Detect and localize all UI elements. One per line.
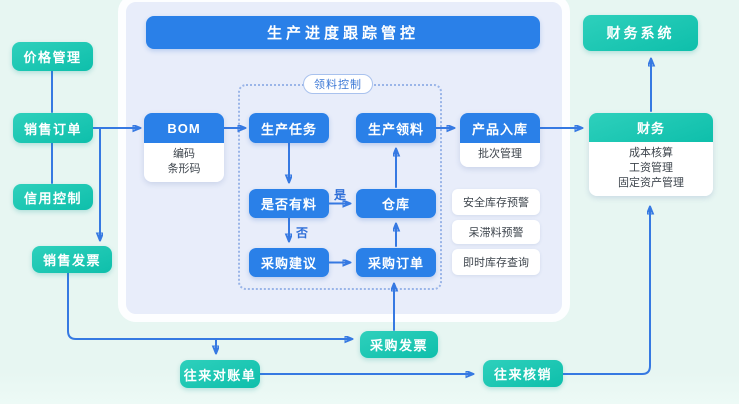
inbound-sub-line: 批次管理 <box>478 148 522 160</box>
node-product-inbound-card: 产品入库 批次管理 <box>460 113 540 167</box>
node-credit-control: 信用控制 <box>13 184 93 210</box>
node-warehouse: 仓库 <box>356 189 436 218</box>
node-bom-card: BOM 编码 条形码 <box>144 113 224 182</box>
node-reconciliation: 往来对账单 <box>180 360 260 388</box>
node-price-management: 价格管理 <box>12 42 93 71</box>
node-material-check: 是否有料 <box>249 189 329 218</box>
picking-control-label: 领料控制 <box>303 74 373 94</box>
yes-label: 是 <box>334 188 347 202</box>
finance-sub-card: 成本核算 工资管理 固定资产管理 <box>589 142 713 196</box>
node-product-inbound: 产品入库 <box>460 113 540 143</box>
node-sluggish-material-alert: 呆滞料预警 <box>452 220 540 244</box>
connector-writeoff-to-finance <box>562 208 650 375</box>
bom-sub-line: 条形码 <box>167 163 201 175</box>
node-sales-invoice: 销售发票 <box>32 246 112 273</box>
finance-sub-line: 成本核算 <box>629 147 673 159</box>
bom-sub-card: 编码 条形码 <box>144 143 224 182</box>
inbound-sub-card: 批次管理 <box>460 143 540 167</box>
node-production-task: 生产任务 <box>249 113 329 143</box>
finance-sub-line: 工资管理 <box>629 162 673 174</box>
node-safety-stock-alert: 安全库存预警 <box>452 189 540 215</box>
node-realtime-inventory-query: 即时库存查询 <box>452 249 540 275</box>
bom-sub-line: 编码 <box>173 148 195 160</box>
node-purchase-advice: 采购建议 <box>249 248 329 277</box>
node-sales-order: 销售订单 <box>13 113 93 143</box>
node-bom: BOM <box>144 113 224 143</box>
node-finance-system: 财务系统 <box>583 15 698 51</box>
no-label: 否 <box>296 226 309 240</box>
diagram-title: 生产进度跟踪管控 <box>146 16 540 49</box>
node-production-picking: 生产领料 <box>356 113 436 143</box>
node-finance: 财务 <box>589 113 713 142</box>
node-purchase-order: 采购订单 <box>356 248 436 277</box>
node-finance-card: 财务 成本核算 工资管理 固定资产管理 <box>589 113 713 196</box>
finance-sub-line: 固定资产管理 <box>618 177 684 189</box>
node-writeoff: 往来核销 <box>483 360 563 387</box>
node-purchase-invoice: 采购发票 <box>360 331 438 358</box>
